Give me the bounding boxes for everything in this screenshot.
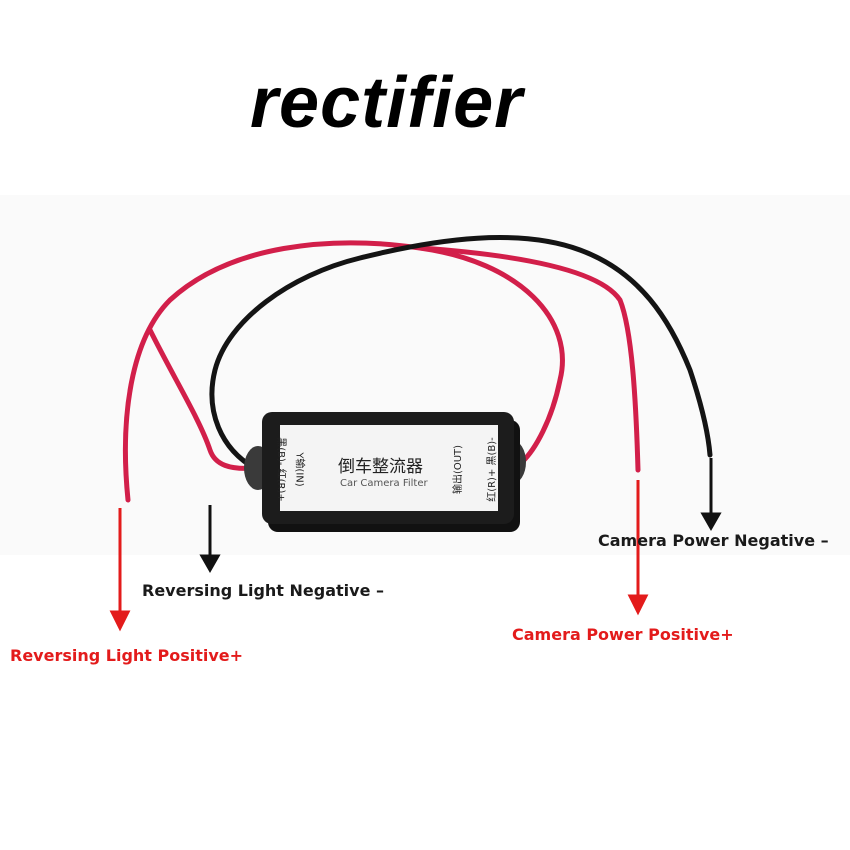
device-name-cn: 倒车整流器 bbox=[338, 457, 423, 477]
device-right-side-label: 输出(OUT) bbox=[453, 444, 465, 495]
arrow-reversing-positive bbox=[109, 508, 131, 632]
arrow-camera-positive bbox=[627, 480, 649, 616]
label-camera-power-positive: Camera Power Positive+ bbox=[512, 625, 734, 644]
label-reversing-light-negative: Reversing Light Negative – bbox=[142, 581, 384, 600]
device-left-side-sub: Y输(IN) bbox=[293, 452, 305, 487]
label-camera-power-negative: Camera Power Negative – bbox=[598, 531, 829, 550]
device-left-side-label: 黑(B)- 红(R)+ bbox=[274, 437, 286, 502]
arrow-reversing-negative bbox=[199, 505, 221, 574]
page-title: rectifier bbox=[250, 63, 524, 143]
red-wire-left-branch bbox=[147, 327, 258, 471]
red-wire-right bbox=[417, 245, 641, 473]
device-right-side-sub: 红(R)+ 黑(B)- bbox=[486, 437, 498, 502]
black-wire-loop bbox=[209, 235, 713, 473]
rectifier-box-label bbox=[280, 425, 498, 511]
red-wire-left bbox=[122, 240, 565, 503]
label-reversing-light-positive: Reversing Light Positive+ bbox=[10, 646, 244, 665]
arrow-camera-negative bbox=[700, 458, 722, 532]
device-name-en: Car Camera Filter bbox=[340, 478, 428, 489]
